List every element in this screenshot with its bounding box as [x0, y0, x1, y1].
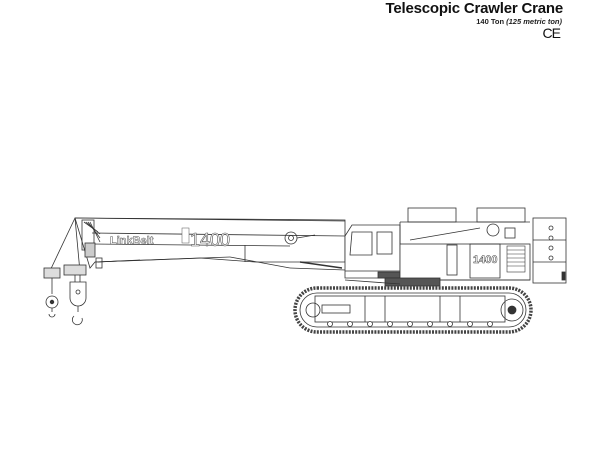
boom-brand-text: LinkBelt [110, 235, 154, 247]
boom-head [47, 217, 141, 276]
capacity-subtitle: 140 Ton (125 metric ton) [476, 17, 562, 26]
drive-sprocket [500, 298, 524, 322]
boom-model-text: 1400 [190, 230, 230, 250]
ce-mark: CE [542, 25, 561, 41]
capacity-metric: (125 metric ton) [506, 17, 562, 26]
page-title: Telescopic Crawler Crane [385, 0, 564, 17]
idler-wheel [305, 302, 321, 318]
crawler-track [293, 286, 533, 334]
capacity-ton: 140 Ton [476, 17, 505, 26]
carbody [344, 277, 441, 287]
counterweight [532, 217, 567, 284]
boom: LinkBelt 1400 [74, 217, 346, 271]
counterweight-model-text: 1400 [473, 254, 497, 266]
main-hook-block [63, 264, 87, 326]
auxiliary-hook [43, 267, 61, 318]
superstructure: 1400 [399, 207, 531, 281]
operator-cab [344, 224, 401, 279]
